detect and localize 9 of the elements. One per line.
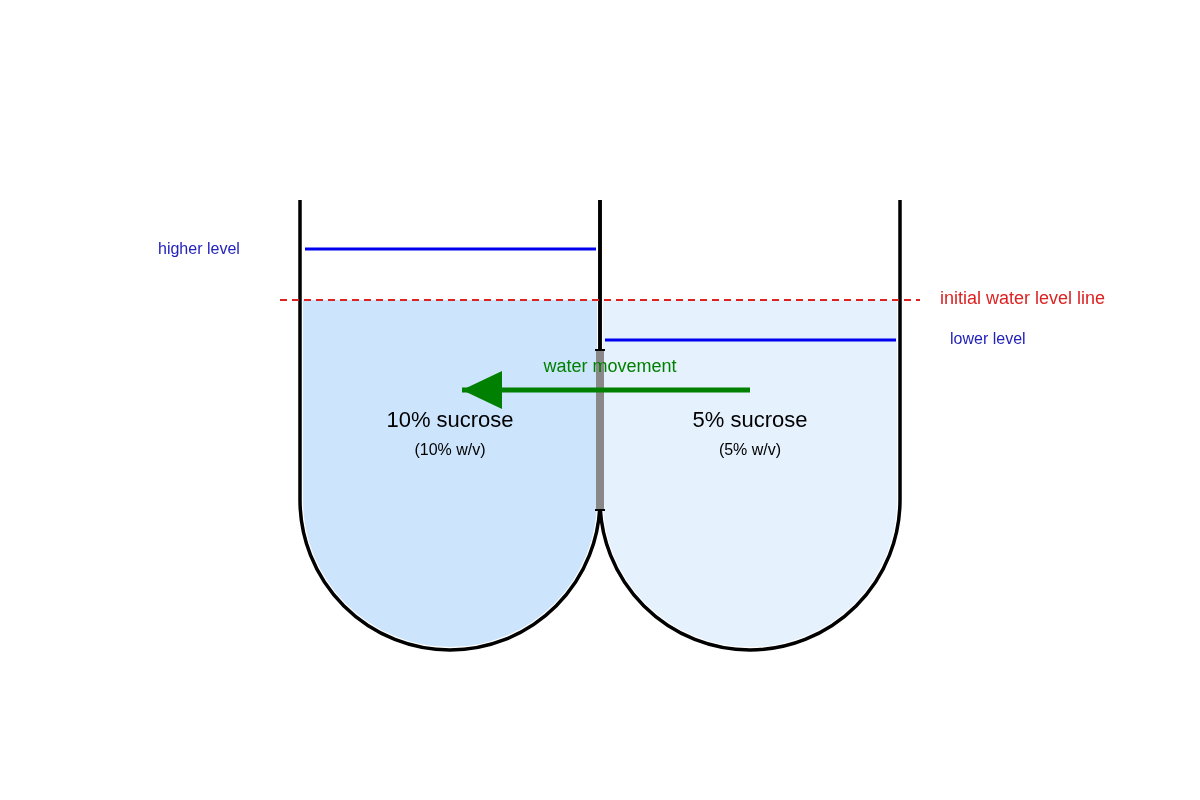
solution-name: 5% sucrose	[692, 407, 808, 433]
edge-label: water movement	[543, 355, 677, 377]
concentration-note: (10% w/v)	[414, 441, 486, 459]
arrow	[462, 371, 750, 409]
solution-name: 10% sucrose	[386, 407, 514, 433]
concentration-note: (5% w/v)	[718, 441, 782, 459]
level-label: higher level	[158, 240, 240, 258]
level-label: initial water level line	[940, 287, 1106, 309]
level-label: lower level	[950, 330, 1026, 348]
